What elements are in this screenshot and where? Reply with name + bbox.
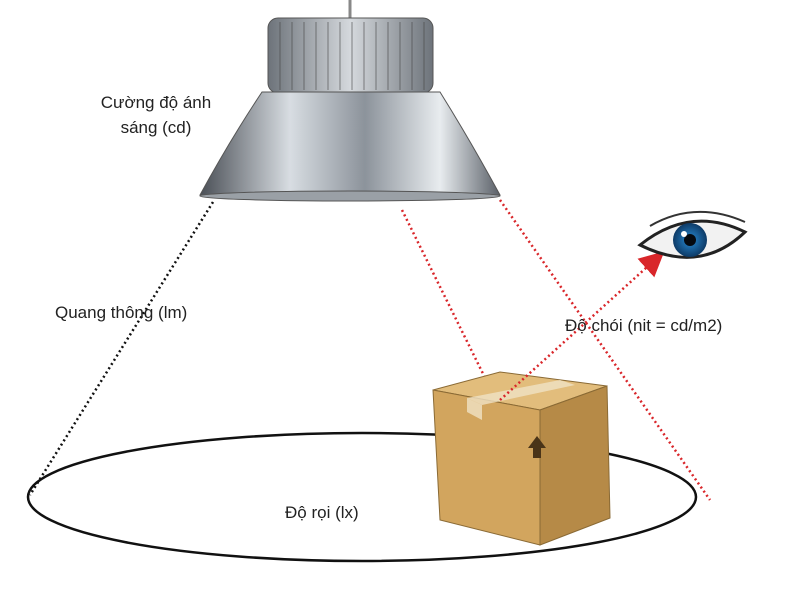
illuminated-area-ellipse <box>26 431 698 563</box>
luminous-flux-label: Quang thông (lm) <box>55 303 188 322</box>
intensity-ray-center <box>400 209 499 403</box>
eye-icon <box>637 210 748 259</box>
illuminance-label: Độ rọi (lx) <box>285 503 359 522</box>
cardboard-box <box>432 371 611 546</box>
intensity-ray-right <box>498 199 712 501</box>
intensity-label-line1: Cường độ ánh <box>100 93 212 112</box>
flux-ray-left <box>28 201 215 496</box>
high-bay-lamp <box>199 0 501 202</box>
intensity-label-line2: sáng (cd) <box>120 118 192 137</box>
luminance-ray <box>499 251 665 401</box>
luminance-label: Độ chói (nit = cd/m2) <box>565 316 723 335</box>
luminous-intensity-label: Cường độ ánh sáng (cd) <box>95 90 217 140</box>
